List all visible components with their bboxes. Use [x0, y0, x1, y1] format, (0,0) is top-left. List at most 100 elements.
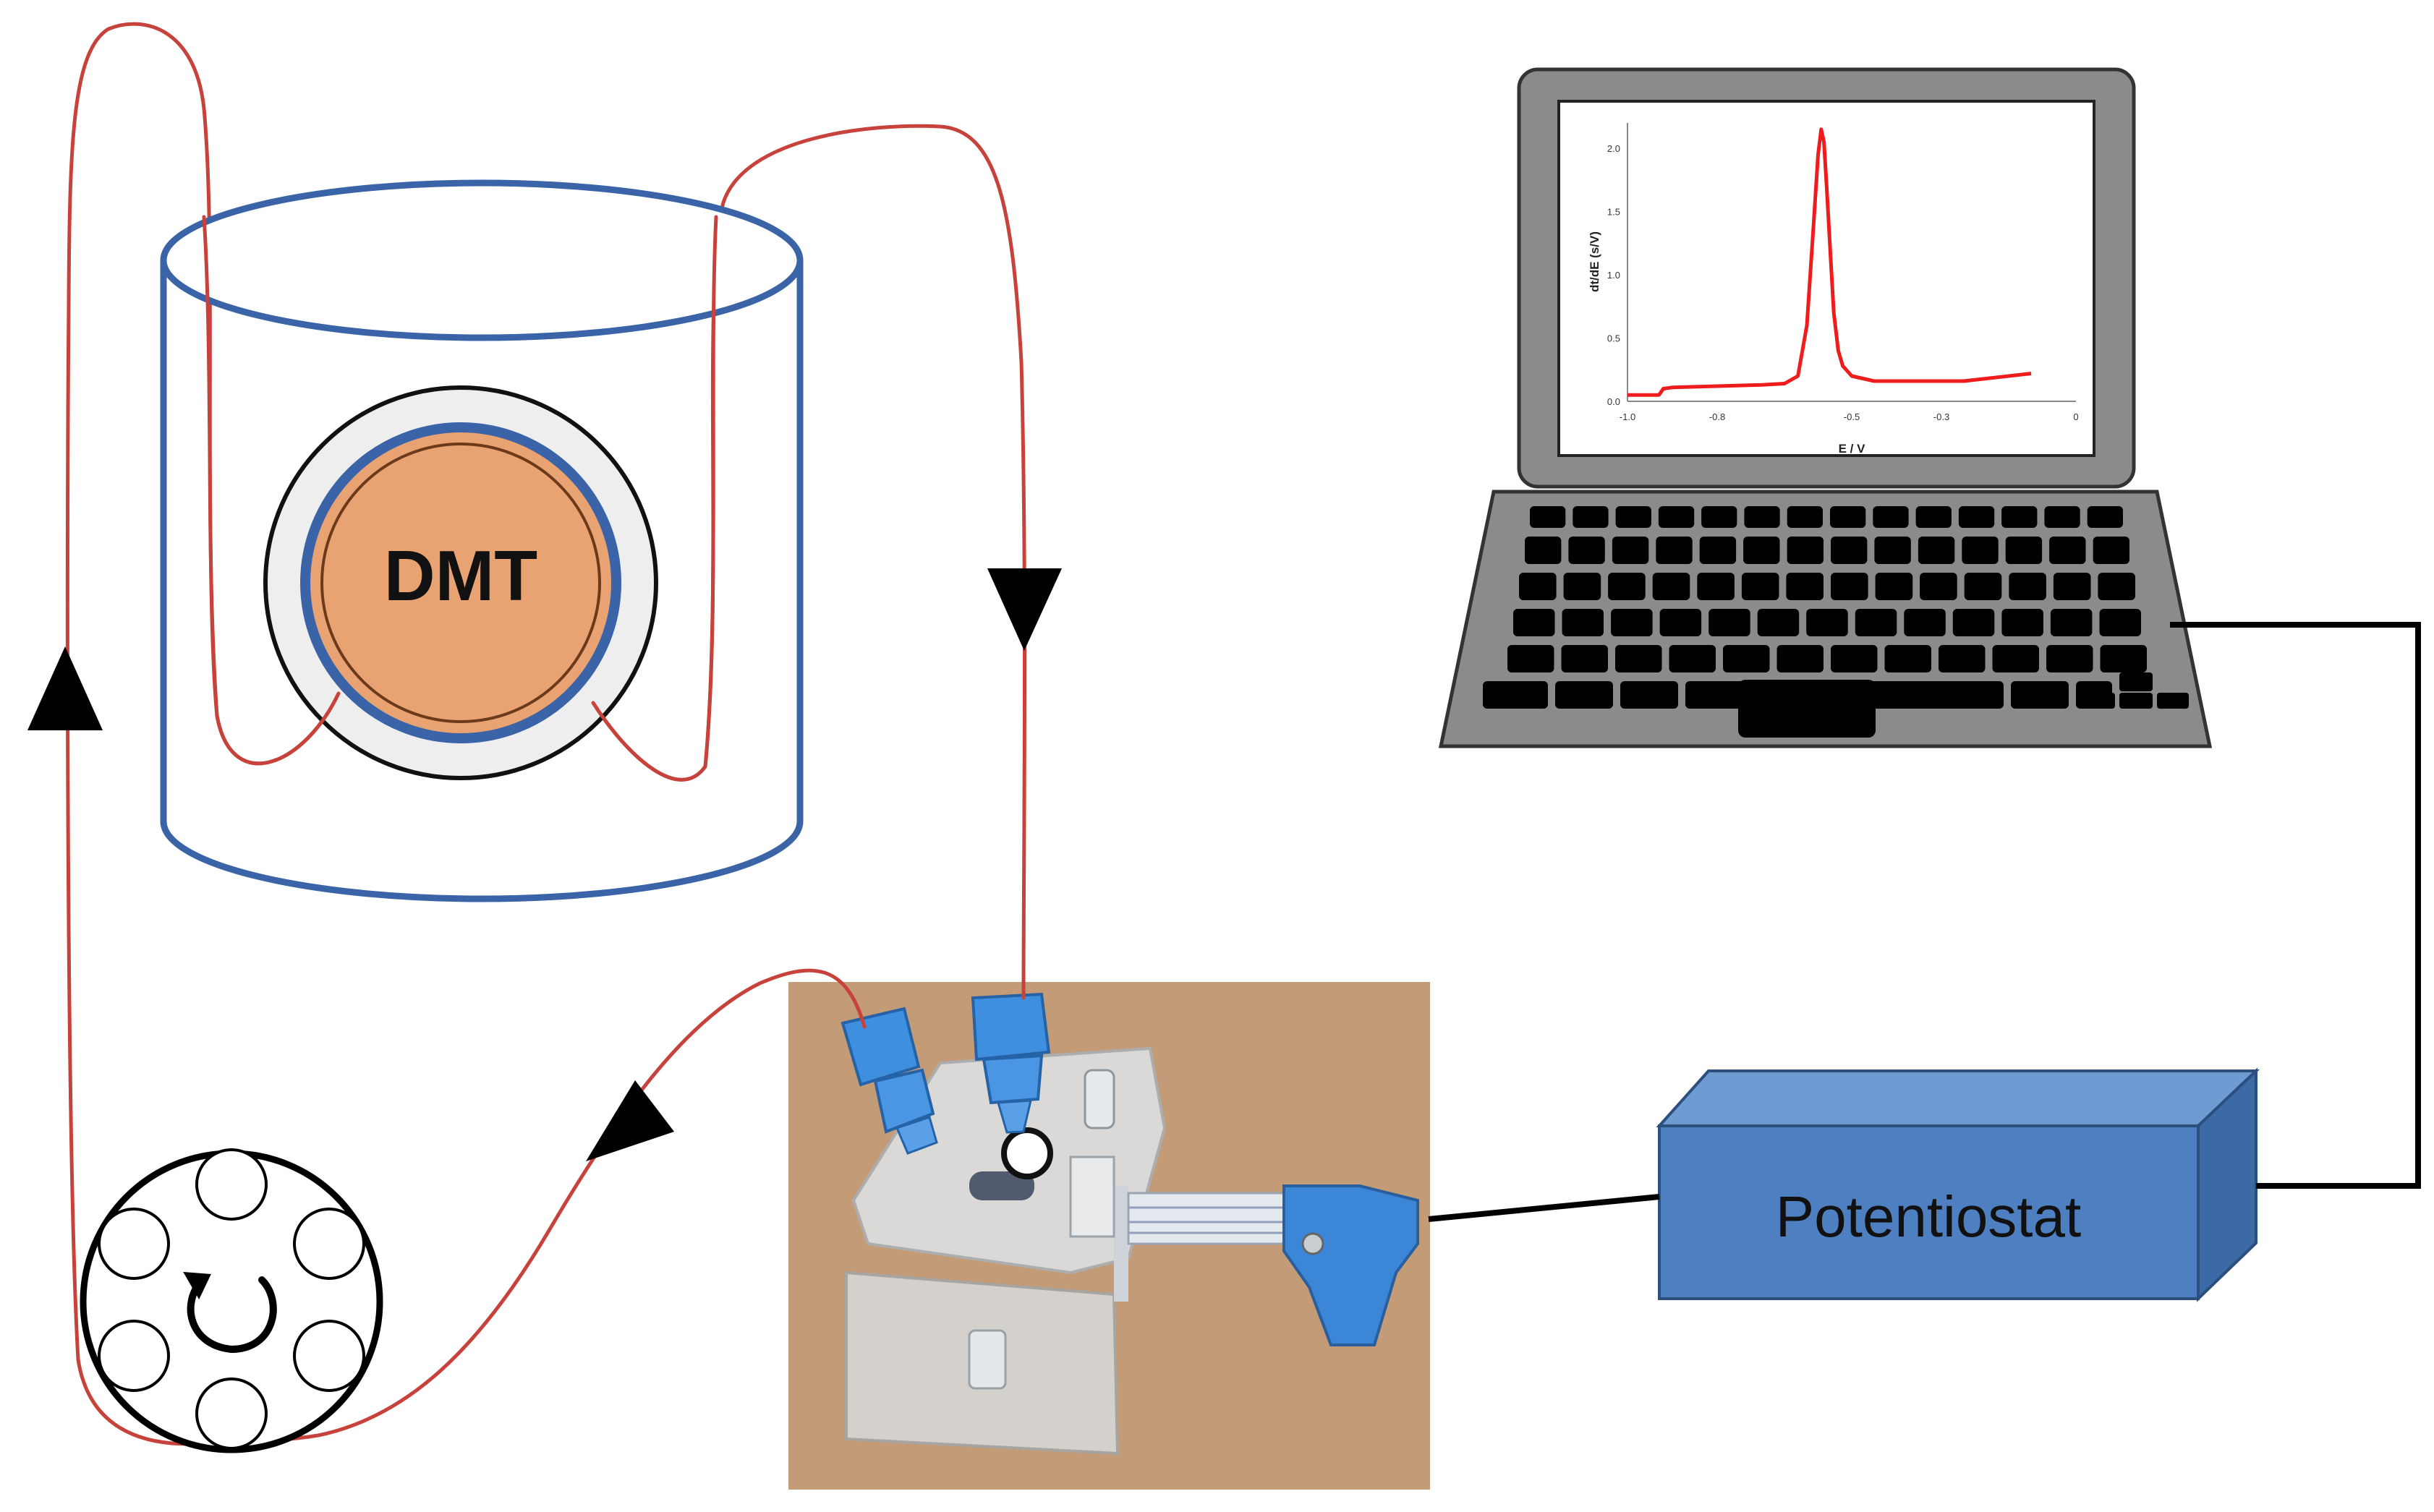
plot-x-tick-label: -0.8: [1709, 411, 1725, 422]
keyboard-key: [1962, 537, 1999, 564]
keyboard-key: [1958, 506, 1995, 528]
keyboard-key: [1555, 681, 1613, 709]
electrode-spot: [1001, 1127, 1053, 1179]
plot-y-tick-label: 1.5: [1607, 207, 1620, 218]
signal-cables: [1428, 622, 2421, 1222]
keyboard-key: [2005, 537, 2043, 564]
keyboard-key: [2009, 573, 2046, 600]
vessel-top-rim: [160, 179, 804, 341]
keyboard-key: [2093, 537, 2129, 564]
keyboard-key: [1831, 573, 1868, 600]
keyboard-key: [1563, 573, 1601, 600]
keyboard-key: [2049, 537, 2086, 564]
keyboard-key: [2001, 506, 2038, 528]
plot-y-tick-label: 0.5: [1607, 333, 1620, 344]
keyboard-key: [1939, 645, 1986, 672]
potentiostat-front: [1658, 1124, 2200, 1300]
keyboard-key: [2046, 645, 2093, 672]
keyboard-key: [1884, 645, 1931, 672]
keyboard-key: [1701, 506, 1737, 528]
keyboard-key: [1904, 609, 1946, 636]
touchpad: [1738, 680, 1876, 738]
keyboard-key: [1507, 645, 1554, 672]
plot-x-tick-label: -0.5: [1844, 411, 1860, 422]
reaction-vessel: [160, 179, 804, 902]
keyboard-key: [1658, 506, 1695, 528]
keyboard-key: [1952, 609, 1995, 636]
plot-y-label: dt/dE (s/V): [1588, 231, 1601, 292]
keyboard-key: [1699, 537, 1737, 564]
sample-blue-ring: [300, 422, 621, 743]
keyboard-key: [1787, 537, 1824, 564]
tubing-cell-to-pump: [237, 968, 867, 1442]
plot-x-tick-label: -0.3: [1933, 411, 1949, 422]
arrow-key: [2119, 672, 2153, 691]
potentiostat-label: Potentiostat: [1776, 1184, 2082, 1249]
plot-y-tick-label: 2.0: [1607, 143, 1620, 154]
plot-series-line: [1627, 127, 2032, 397]
arrow-key: [2083, 693, 2115, 709]
plot-y-tick-label: 1.0: [1607, 270, 1620, 281]
keyboard-key: [1875, 573, 1913, 600]
keyboard-key: [2087, 506, 2123, 528]
keyboard-key: [1743, 537, 1780, 564]
keyboard-key: [1964, 573, 2002, 600]
keyboard-key: [1620, 681, 1678, 709]
keyboard-key: [2044, 506, 2080, 528]
keyboard-key: [1608, 573, 1646, 600]
keyboard-key: [2100, 645, 2147, 672]
keyboard-key: [1915, 506, 1952, 528]
keyboard-key: [1709, 609, 1750, 636]
keyboard-key: [2053, 573, 2091, 600]
keyboard-key: [1573, 506, 1609, 528]
outlet-fitting: [971, 992, 1051, 1134]
keyboard-key: [1615, 645, 1662, 672]
keyboard-key: [1562, 609, 1604, 636]
keyboard-key: [1525, 537, 1562, 564]
keyboard-key: [1874, 537, 1911, 564]
rotate-arrow-icon: [183, 1271, 277, 1354]
flow-arrow-diagonal: [586, 1080, 674, 1161]
keyboard-key: [1513, 609, 1555, 636]
inlet-fitting: [841, 1007, 938, 1155]
keyboard-key: [1855, 609, 1897, 636]
arrow-key: [2119, 693, 2153, 709]
flow-arrow-up: [27, 646, 103, 730]
keyboard-key: [2050, 609, 2093, 636]
keyboard-key: [1776, 645, 1824, 672]
keyboard-key: [1757, 609, 1800, 636]
keyboard-key: [1741, 573, 1779, 600]
keyboard-key: [2011, 681, 2069, 709]
keyboard-key: [1561, 645, 1608, 672]
keyboard-key: [1786, 573, 1824, 600]
flow-cell-photo: [788, 982, 1430, 1490]
keyboard-key: [1612, 537, 1649, 564]
keyboard-key: [1615, 506, 1651, 528]
keyboard-key: [1568, 537, 1605, 564]
plot-x-tick-label: -1.0: [1620, 411, 1635, 422]
keyboard-key: [1830, 506, 1866, 528]
keyboard-key: [1656, 537, 1693, 564]
keyboard-key: [1873, 506, 1909, 528]
keyboard-key: [1611, 609, 1653, 636]
flow-arrow-down: [987, 568, 1062, 651]
keyboard-key: [1831, 645, 1878, 672]
dmt-label: DMT: [384, 536, 537, 615]
ribbon-cable: [1127, 1192, 1303, 1245]
cable-connector: [1282, 1184, 1419, 1346]
keyboard-key: [1697, 573, 1735, 600]
plot-y-tick-label: 0.0: [1607, 396, 1620, 407]
potentiostat: Potentiostat: [1656, 1067, 2260, 1302]
potentiostat-top: [1656, 1069, 2260, 1127]
keyboard-key: [1918, 537, 1955, 564]
keyboard-key: [2098, 573, 2135, 600]
plot-x-label: E / V: [1839, 442, 1866, 456]
keyboard-key: [1483, 681, 1548, 709]
keyboard-key: [2099, 609, 2141, 636]
cable-laptop-to-potentiostat: [2170, 622, 2421, 1189]
peristaltic-pump-icon: [80, 1148, 383, 1453]
arrow-key: [2157, 693, 2189, 709]
